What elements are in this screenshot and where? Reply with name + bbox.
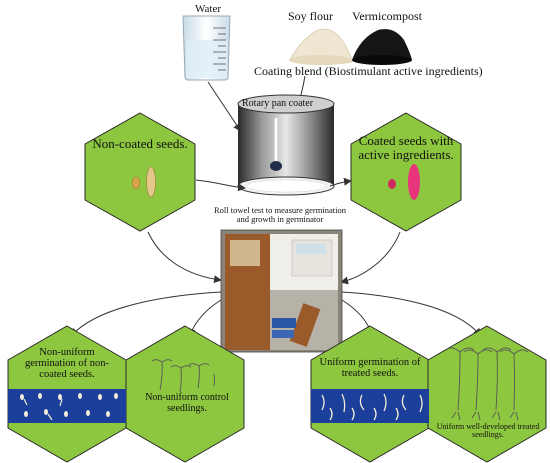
arrow-towel-to-outcome-1 <box>70 291 222 337</box>
non-uniform-seedlings-drawing <box>151 359 215 393</box>
arrow-towel-to-outcome-4 <box>341 291 482 337</box>
coating-blend-label: Coating blend (Biostimulant active ingre… <box>254 64 483 78</box>
roll-towel-germinator-photo <box>220 229 343 353</box>
vermicompost-label: Vermicompost <box>352 9 422 23</box>
rotary-pan-coater-icon <box>237 94 335 196</box>
soy-flour-label: Soy flour <box>288 9 333 23</box>
uniform-seedlings-drawing <box>445 347 529 421</box>
arrow-noncoated-to-coater <box>195 179 246 192</box>
coated-seed-small-icon <box>388 179 396 189</box>
uniform-seedlings-label: Uniform well-developed treated seedlings… <box>436 422 540 440</box>
uniform-seedlings-hexagon <box>427 325 547 463</box>
coated-seed-large-icon <box>408 164 420 200</box>
uncoated-seed-large-icon <box>146 166 156 198</box>
soy-flour-pile-icon <box>289 28 353 65</box>
non-uniform-germination-label: Non-uniform germination of non-coated se… <box>25 347 109 381</box>
arrow-noncoated-to-towel <box>147 231 222 284</box>
arrow-towel-to-outcome-2 <box>188 299 222 337</box>
vermicompost-pile-icon <box>352 29 412 65</box>
arrow-coater-to-coated <box>329 177 352 187</box>
water-label: Water <box>195 3 221 15</box>
non-coated-seeds-hexagon <box>84 112 196 232</box>
rotary-pan-coater-label: Rotary pan coater <box>242 98 314 109</box>
uniform-germination-photo <box>311 389 429 423</box>
roll-towel-caption: Roll towel test to measure germination a… <box>214 205 346 224</box>
arrow-water-to-coater <box>207 81 242 132</box>
uniform-germination-label: Uniform germination of treated seeds. <box>319 357 421 380</box>
non-coated-seeds-label: Non-coated seeds. <box>92 136 188 151</box>
arrow-coated-to-towel <box>340 231 401 285</box>
coated-seeds-label: Coated seeds with active ingredients. <box>358 133 454 162</box>
water-beaker-icon <box>182 15 231 81</box>
non-uniform-seedlings-label: Non-uniform control seedlings. <box>145 392 229 414</box>
coated-seeds-hexagon <box>350 112 462 232</box>
uncoated-seed-small-icon <box>131 176 141 190</box>
non-uniform-germination-photo <box>8 389 126 423</box>
